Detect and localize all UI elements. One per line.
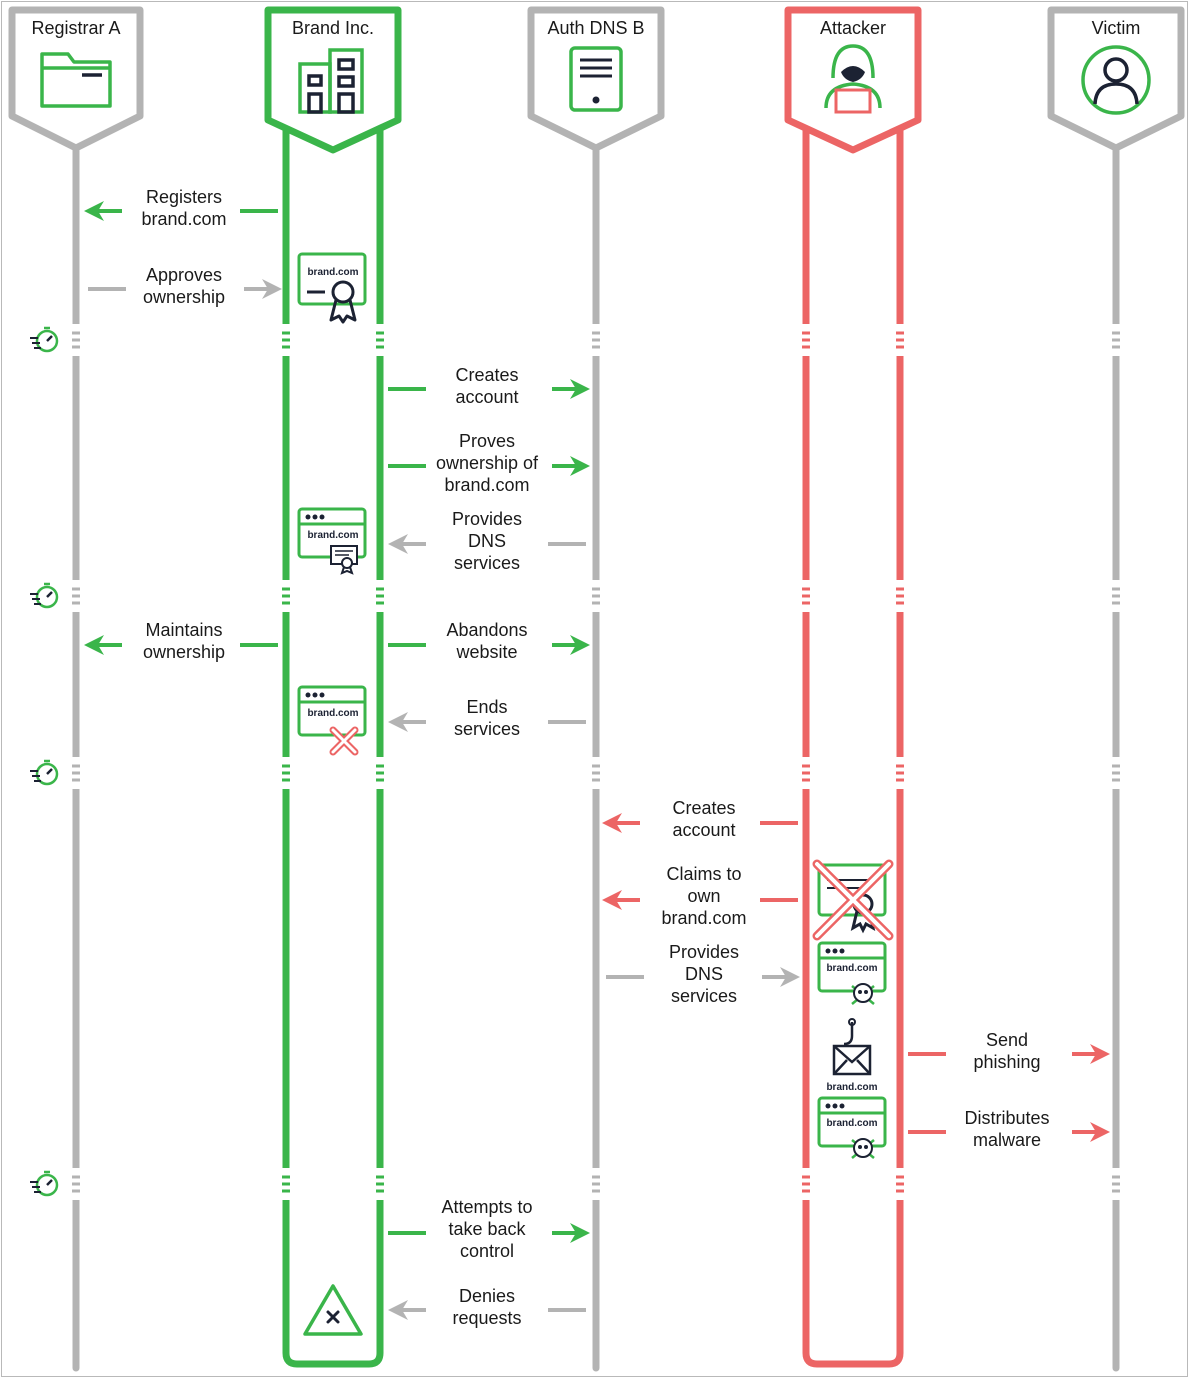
malicious-website-domain-label: brand.com [826, 963, 877, 974]
message-label-line: Ends [466, 697, 507, 717]
message-label-line: ownership [143, 287, 225, 307]
actor-auth-dns-b: Auth DNS B [527, 6, 665, 152]
skull-icon [851, 983, 875, 1005]
actor-name-auth-dns-b: Auth DNS B [547, 18, 644, 38]
stopwatch-icon [30, 326, 59, 353]
message-label-line: ownership of [436, 453, 539, 473]
message-label-line: brand.com [444, 475, 529, 495]
malware-website-domain-label: brand.com [826, 1118, 877, 1129]
time-gap-3 [30, 757, 1122, 789]
lifeline-attacker [802, 122, 904, 1368]
website-ended-icon: brand.com [297, 685, 367, 756]
message-label-line: Registers [146, 187, 222, 207]
time-gap-1 [30, 324, 1122, 356]
message-label-line: phishing [973, 1052, 1040, 1072]
actor-victim: Victim [1047, 6, 1185, 152]
actor-name-registrar-a: Registrar A [31, 18, 120, 38]
phishing-email-icon: brand.com [826, 1018, 878, 1093]
hooded-hacker-icon [824, 44, 882, 114]
actor-name-attacker: Attacker [820, 18, 886, 38]
actor-attacker: Attacker [784, 6, 922, 154]
message-label-line: Maintains [145, 620, 222, 640]
message-label-line: Denies [459, 1286, 515, 1306]
message-label-line: website [455, 642, 517, 662]
message-label-line: own [687, 886, 720, 906]
message-label-line: Provides [669, 942, 739, 962]
message-label-line: services [454, 553, 520, 573]
warning-triangle-icon [303, 1284, 363, 1336]
message-label-line: Distributes [964, 1108, 1049, 1128]
message-label-line: brand.com [141, 209, 226, 229]
malware-website-icon: brand.com [817, 1096, 887, 1159]
message-label-line: services [671, 986, 737, 1006]
message-label-line: Claims to [666, 864, 741, 884]
certificate-domain-label: brand.com [307, 267, 358, 278]
message-label-line: take back [448, 1219, 526, 1239]
message-label-line: account [455, 387, 518, 407]
message-label-line: Abandons [446, 620, 527, 640]
certificate-icon: brand.com [297, 252, 367, 324]
message-label-line: requests [452, 1308, 521, 1328]
message-label-line: DNS [468, 531, 506, 551]
message-label-line: DNS [685, 964, 723, 984]
message-label-line: ownership [143, 642, 225, 662]
message-label-line: services [454, 719, 520, 739]
actor-name-victim: Victim [1092, 18, 1141, 38]
folder-icon [40, 52, 112, 108]
message-label-line: Creates [672, 798, 735, 818]
message-label-line: Provides [452, 509, 522, 529]
close-x-icon [329, 726, 359, 756]
forged-certificate-icon [812, 859, 894, 941]
website-ended-domain-label: brand.com [307, 708, 358, 719]
message-label-line: malware [973, 1130, 1041, 1150]
actor-name-brand-inc: Brand Inc. [292, 18, 374, 38]
stopwatch-icon [30, 759, 59, 786]
stopwatch-icon [30, 582, 59, 609]
messages: Registersbrand.comApprovesownershipCreat… [84, 187, 1110, 1328]
actor-brand-inc: Brand Inc. [264, 6, 402, 154]
time-gap-2 [30, 580, 1122, 612]
message-label-line: control [460, 1241, 514, 1261]
message-label-line: Send [986, 1030, 1028, 1050]
lifeline-brand-inc [282, 122, 384, 1368]
skull-icon [851, 1138, 875, 1159]
message-label-line: Creates [455, 365, 518, 385]
time-gap-4 [30, 1168, 1122, 1200]
malicious-website-icon: brand.com [817, 941, 887, 1005]
message-label-line: Attempts to [441, 1197, 532, 1217]
time-gaps [30, 324, 1122, 1200]
user-icon [1081, 45, 1151, 115]
building-icon [298, 48, 364, 114]
website-domain-label: brand.com [307, 530, 358, 541]
message-label-line: Approves [146, 265, 222, 285]
message-label-line: Proves [459, 431, 515, 451]
message-label-line: account [672, 820, 735, 840]
website-icon: brand.com [297, 507, 367, 575]
server-icon [569, 46, 623, 112]
stopwatch-icon [30, 1170, 59, 1197]
phishing-email-domain-label: brand.com [826, 1082, 877, 1093]
message-label-line: brand.com [661, 908, 746, 928]
actor-registrar-a: Registrar A [8, 6, 144, 152]
